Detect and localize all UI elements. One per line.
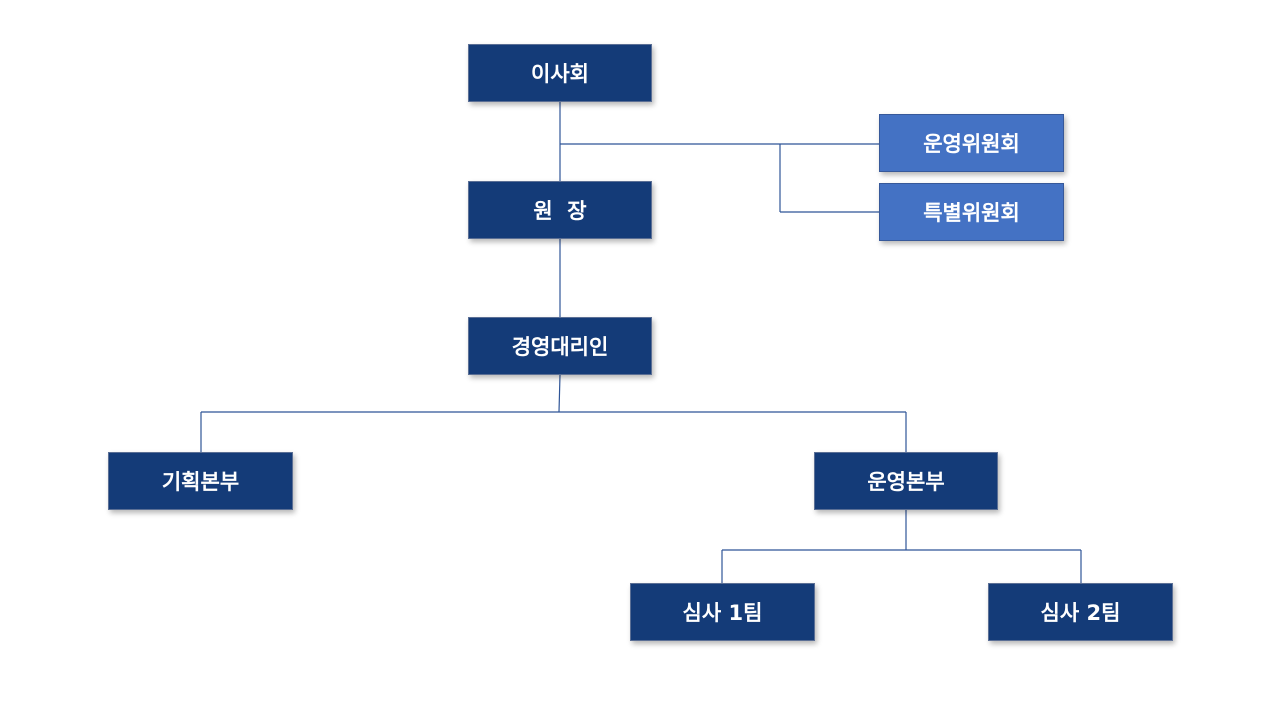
operation-division-node: 운영본부: [814, 452, 998, 510]
special-committee-node: 특별위원회: [879, 183, 1064, 241]
director-node: 원 장: [468, 181, 652, 239]
connector-agent-down: [558, 374, 561, 413]
planning-division-node: 기획본부: [108, 452, 293, 510]
review-team-2-node: 심사 2팀: [988, 583, 1173, 641]
review-team-1-node: 심사 1팀: [630, 583, 815, 641]
acting-manager-node: 경영대리인: [468, 317, 652, 375]
operating-committee-node: 운영위원회: [879, 114, 1064, 172]
board-node: 이사회: [468, 44, 652, 102]
